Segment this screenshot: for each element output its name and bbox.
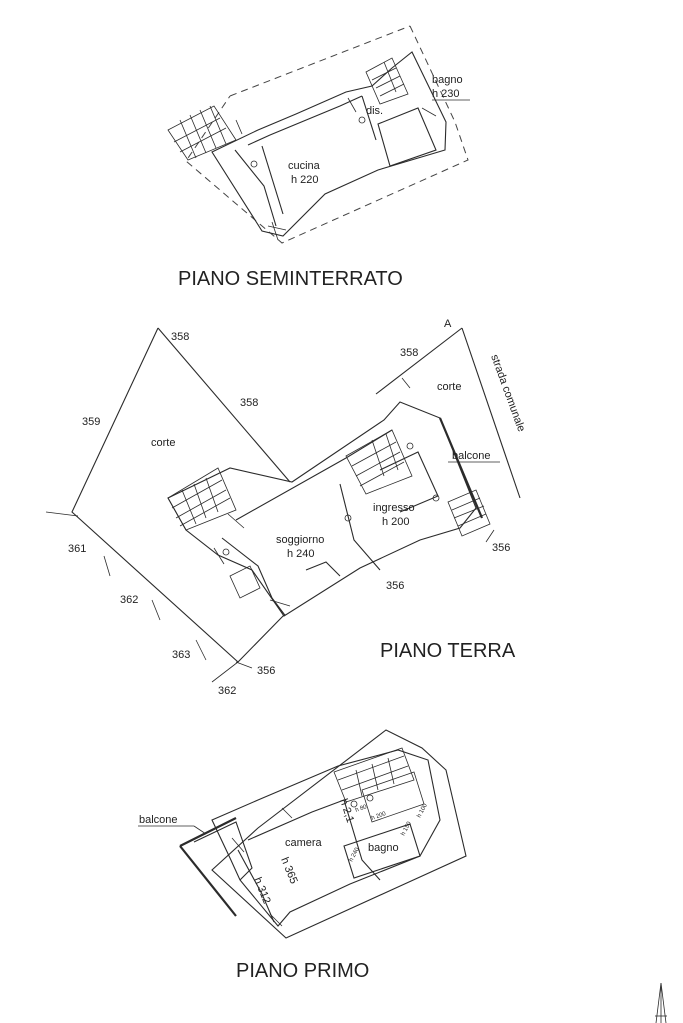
inner-wall xyxy=(234,149,277,227)
stair-room xyxy=(361,771,425,823)
parcel-label: 356 xyxy=(492,542,510,554)
bagno-height: h 230 xyxy=(432,88,460,100)
inner-wall xyxy=(261,145,284,215)
inner-wall xyxy=(235,429,393,521)
corte-right-label: corte xyxy=(437,381,461,393)
inner-wall xyxy=(339,483,381,571)
plan-title-terra: PIANO TERRA xyxy=(380,640,516,662)
plan-title-seminterrato: PIANO SEMINTERRATO xyxy=(178,268,403,290)
ingresso-wall xyxy=(379,451,439,513)
small-height: h 200 xyxy=(371,811,388,822)
site-outline xyxy=(211,729,467,939)
camera-label: camera xyxy=(285,837,323,849)
soggiorno-height: h 240 xyxy=(287,548,315,560)
stair-left xyxy=(167,105,243,161)
cucina-label: cucina xyxy=(288,160,321,172)
point-a-label: A xyxy=(444,318,452,330)
north-arrow-icon xyxy=(655,982,667,1023)
inner-wall xyxy=(221,537,285,615)
inner-wall xyxy=(247,799,345,841)
stair-balcone xyxy=(447,489,491,537)
bagno-label: bagno xyxy=(432,74,463,86)
small-height: h 100 xyxy=(416,802,429,819)
bagno-room xyxy=(343,823,421,879)
stair-primo xyxy=(333,747,415,808)
parcel-label: 356 xyxy=(386,580,404,592)
inner-wall xyxy=(305,561,341,577)
balcone-rail xyxy=(179,845,237,917)
plan-primo: balcone camera h 365 h 312 h 2,1 bagno h… xyxy=(138,729,467,982)
soggiorno-label: soggiorno xyxy=(276,534,324,546)
balcone-inner xyxy=(193,821,253,881)
balcone-rail xyxy=(438,417,484,519)
inner-wall xyxy=(361,95,377,141)
boundary-line-right xyxy=(375,327,463,395)
cucina-height: h 220 xyxy=(291,174,319,186)
boundary-strada xyxy=(461,327,521,499)
small-height: h 80 xyxy=(355,804,369,814)
stair-left xyxy=(167,467,245,531)
parcel-label: 358 xyxy=(240,397,258,409)
parcel-label: 356 xyxy=(257,665,275,677)
bagno-room xyxy=(377,107,437,167)
small-height: h 240 xyxy=(348,846,361,863)
stair-right xyxy=(347,57,409,113)
parcel-label: 362 xyxy=(120,594,138,606)
plan-terra: corte corte soggiorno h 240 ingresso h 2… xyxy=(45,318,527,697)
stair-middle xyxy=(345,429,414,495)
site-outline-dashed xyxy=(185,25,469,244)
balcone-label: balcone xyxy=(139,814,178,826)
balcone-label: balcone xyxy=(452,450,491,462)
disimpegno-label: dis. xyxy=(366,105,383,117)
boundary-line xyxy=(157,327,291,483)
corte-left-label: corte xyxy=(151,437,175,449)
building-outline xyxy=(167,401,477,617)
parcel-label: 358 xyxy=(171,331,189,343)
fixture xyxy=(229,565,261,599)
inner-wall xyxy=(237,849,275,923)
parcel-label: 363 xyxy=(172,649,190,661)
parcel-label: 359 xyxy=(82,416,100,428)
inner-wall xyxy=(343,799,381,881)
height-312: h 312 xyxy=(251,876,272,906)
parcel-label: 361 xyxy=(68,543,86,555)
ingresso-height: h 200 xyxy=(382,516,410,528)
parcel-label: 362 xyxy=(218,685,236,697)
plan-seminterrato: cucina h 220 bagno h 230 dis. PIANO SEMI… xyxy=(167,25,470,290)
bagno-label: bagno xyxy=(368,842,399,854)
inner-wall xyxy=(247,95,363,146)
balcone-rail xyxy=(179,817,237,847)
parcel-label: 358 xyxy=(400,347,418,359)
property-boundary xyxy=(71,327,286,663)
camera-height: h 365 xyxy=(278,856,299,886)
plan-title-primo: PIANO PRIMO xyxy=(236,960,369,982)
building-outline xyxy=(211,51,447,237)
site-outline-dashed-top xyxy=(229,25,411,97)
ingresso-label: ingresso xyxy=(373,502,415,514)
